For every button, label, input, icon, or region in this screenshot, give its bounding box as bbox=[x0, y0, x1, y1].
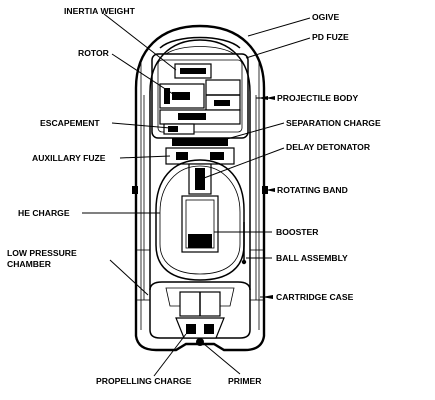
primer bbox=[196, 338, 204, 346]
label-projectile-body: PROJECTILE BODY bbox=[277, 93, 358, 103]
label-propelling-charge: PROPELLING CHARGE bbox=[96, 376, 192, 386]
label-pd-fuze: PD FUZE bbox=[312, 32, 349, 42]
escapement bbox=[163, 123, 195, 135]
label-low-pressure-line2: CHAMBER bbox=[7, 259, 52, 269]
label-escapement: ESCAPEMENT bbox=[40, 118, 100, 128]
label-primer: PRIMER bbox=[228, 376, 262, 386]
label-ogive: OGIVE bbox=[312, 12, 339, 22]
label-ball-assembly: BALL ASSEMBLY bbox=[276, 253, 348, 263]
labels: INERTIA WEIGHT OGIVE PD FUZE ROTOR PROJE… bbox=[7, 6, 381, 386]
arrow-projectile-body bbox=[266, 96, 275, 100]
rotating-band bbox=[262, 186, 268, 194]
separation-charge bbox=[172, 138, 228, 146]
arrow-cartridge-case bbox=[262, 295, 273, 299]
propelling-charge bbox=[175, 317, 225, 339]
outer-shell bbox=[134, 24, 266, 352]
label-rotating-band: ROTATING BAND bbox=[277, 185, 348, 195]
label-separation-charge: SEPARATION CHARGE bbox=[286, 118, 381, 128]
label-low-pressure-line1: LOW PRESSURE bbox=[7, 248, 77, 258]
label-delay-detonator: DELAY DETONATOR bbox=[286, 142, 371, 152]
projectile-drawing bbox=[132, 24, 268, 352]
label-auxillary-fuze: AUXILLARY FUZE bbox=[32, 153, 106, 163]
arrow-rotating-band bbox=[266, 188, 275, 192]
label-cartridge-case: CARTRIDGE CASE bbox=[276, 292, 354, 302]
label-rotor: ROTOR bbox=[78, 48, 110, 58]
label-inertia-weight: INERTIA WEIGHT bbox=[64, 6, 136, 16]
arrowheads bbox=[258, 96, 275, 299]
low-pressure-chamber bbox=[149, 281, 251, 339]
projectile-body-wall bbox=[149, 39, 251, 290]
label-he-charge: HE CHARGE bbox=[18, 208, 70, 218]
label-booster: BOOSTER bbox=[276, 227, 319, 237]
delay-detonator bbox=[195, 168, 205, 190]
he-charge bbox=[155, 159, 245, 281]
